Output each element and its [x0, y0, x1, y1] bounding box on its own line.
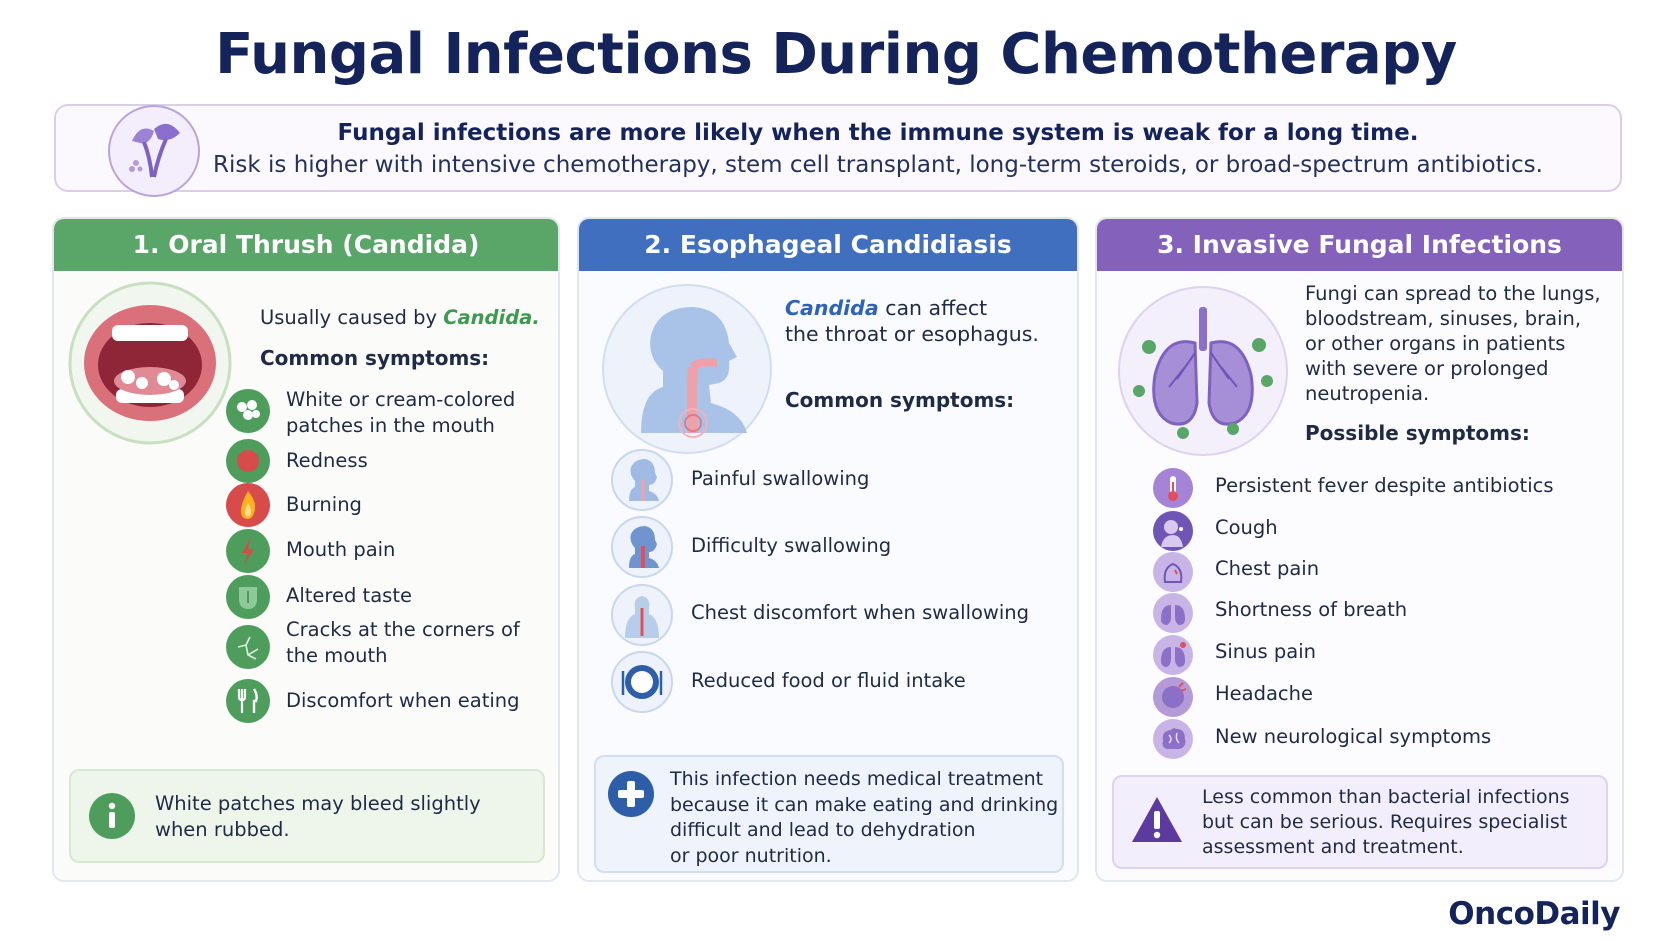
note-line: This infection needs medical treatment — [670, 768, 1044, 790]
note-line: or poor nutrition. — [670, 844, 832, 867]
intro-detail: Risk is higher with intensive chemothera… — [213, 152, 1543, 178]
sinus-icon — [1153, 635, 1193, 675]
list-item: Headache — [1215, 682, 1314, 705]
note-line: but can be serious. Requires specialist — [1202, 811, 1568, 833]
pain-bolt-icon — [226, 529, 270, 573]
note-line: White patches may bleed slightly — [155, 792, 481, 815]
lungs-illustration-icon — [1115, 283, 1291, 459]
lungs-icon — [1153, 593, 1193, 633]
intro-line: bloodstream, sinuses, brain, — [1305, 307, 1582, 330]
tongue-icon — [226, 575, 270, 619]
list-item: Mouth pain — [286, 538, 396, 561]
brain-icon — [1153, 719, 1193, 759]
head-profile-icon — [601, 283, 773, 455]
fork-knife-icon — [226, 679, 270, 723]
note-text: Less common than bacterial infections bu… — [1202, 785, 1570, 860]
list-item: Shortness of breath — [1215, 598, 1408, 621]
note-line: because it can make eating and drinking — [670, 793, 1059, 816]
intro-line: or other organs in patients — [1305, 332, 1566, 355]
symptom-line: patches in the mouth — [286, 414, 495, 437]
invasive-intro: Fungi can spread to the lungs, bloodstre… — [1305, 281, 1601, 406]
list-item: Reduced food or fluid intake — [691, 669, 966, 692]
warning-note: Less common than bacterial infections bu… — [1112, 775, 1608, 869]
card-invasive-fungal: 3. Invasive Fungal Infections Fungi can … — [1095, 217, 1624, 882]
note-text: White patches may bleed slightly when ru… — [155, 791, 481, 843]
symptoms-title: Common symptoms: — [785, 388, 1015, 412]
redness-icon — [226, 439, 270, 483]
candida-intro: Candida can affect the throat or esophag… — [785, 295, 1039, 347]
flame-icon — [226, 483, 270, 527]
card-oral-thrush: 1. Oral Thrush (Candida) Usually caused … — [52, 217, 560, 882]
intro-line: neutropenia. — [1305, 382, 1430, 405]
treatment-note: This infection needs medical treatment b… — [594, 755, 1064, 873]
page-title: Fungal Infections During Chemotherapy — [215, 22, 1457, 87]
list-item: Difficulty swallowing — [691, 534, 892, 557]
warning-icon — [1130, 795, 1184, 845]
list-item: Discomfort when eating — [286, 689, 520, 712]
mushroom-icon — [108, 105, 200, 197]
note-line: difficult and lead to dehydration — [670, 819, 976, 841]
card-heading: 3. Invasive Fungal Infections — [1097, 219, 1622, 271]
cracks-icon — [226, 625, 270, 669]
candida-name: Candida. — [443, 306, 540, 329]
patches-icon — [226, 389, 270, 433]
plate-icon — [611, 651, 673, 713]
note-line: when rubbed. — [155, 818, 290, 841]
symptom-line: the mouth — [286, 644, 388, 667]
info-icon — [89, 793, 135, 839]
intro-rest: can affect — [885, 296, 988, 320]
list-item: Persistent fever despite antibiotics — [1215, 474, 1554, 497]
list-item: Chest pain — [1215, 557, 1320, 580]
caused-prefix: Usually caused by — [260, 306, 437, 329]
list-item: Chest discomfort when swallowing — [691, 601, 1030, 624]
note-line: assessment and treatment. — [1202, 836, 1464, 858]
card-esophageal-candidiasis: 2. Esophageal Candidiasis Candida can af… — [577, 217, 1079, 882]
card-heading: 1. Oral Thrush (Candida) — [54, 219, 558, 271]
info-note: White patches may bleed slightly when ru… — [69, 769, 545, 863]
note-text: This infection needs medical treatment b… — [670, 767, 1058, 869]
list-item: White or cream-colored patches in the mo… — [286, 387, 515, 439]
intro-line: with severe or prolonged — [1305, 357, 1549, 380]
caused-by: Usually caused by Candida. — [260, 305, 540, 331]
symptoms-title: Common symptoms: — [260, 346, 490, 370]
list-item: Cracks at the corners of the mouth — [286, 617, 520, 669]
chest-esophagus-icon — [611, 584, 673, 646]
symptom-line: Cracks at the corners of — [286, 618, 520, 641]
cough-icon — [1153, 511, 1193, 551]
symptom-line: White or cream-colored — [286, 388, 516, 411]
list-item: New neurological symptoms — [1215, 725, 1492, 748]
brand-logo: OncoDaily — [1448, 896, 1620, 932]
list-item: Altered taste — [286, 584, 412, 607]
list-item: Painful swallowing — [691, 467, 870, 490]
intro-line: the throat or esophagus. — [785, 322, 1039, 346]
medical-cross-icon — [608, 771, 654, 817]
intro-lead: Fungal infections are more likely when t… — [337, 120, 1419, 146]
symptoms-title: Possible symptoms: — [1305, 421, 1530, 445]
throat-red-icon — [611, 516, 673, 578]
candida-name: Candida — [785, 296, 879, 320]
throat-icon — [611, 449, 673, 511]
headache-icon — [1153, 677, 1193, 717]
intro-banner: Fungal infections are more likely when t… — [54, 104, 1622, 197]
chest-pain-icon — [1153, 552, 1193, 592]
mouth-illustration-icon — [68, 281, 232, 445]
thermometer-icon — [1153, 468, 1193, 508]
list-item: Redness — [286, 449, 368, 472]
intro-line: Fungi can spread to the lungs, — [1305, 282, 1601, 305]
list-item: Burning — [286, 493, 362, 516]
list-item: Sinus pain — [1215, 640, 1316, 663]
note-line: Less common than bacterial infections — [1202, 786, 1570, 808]
list-item: Cough — [1215, 516, 1278, 539]
card-heading: 2. Esophageal Candidiasis — [579, 219, 1077, 271]
